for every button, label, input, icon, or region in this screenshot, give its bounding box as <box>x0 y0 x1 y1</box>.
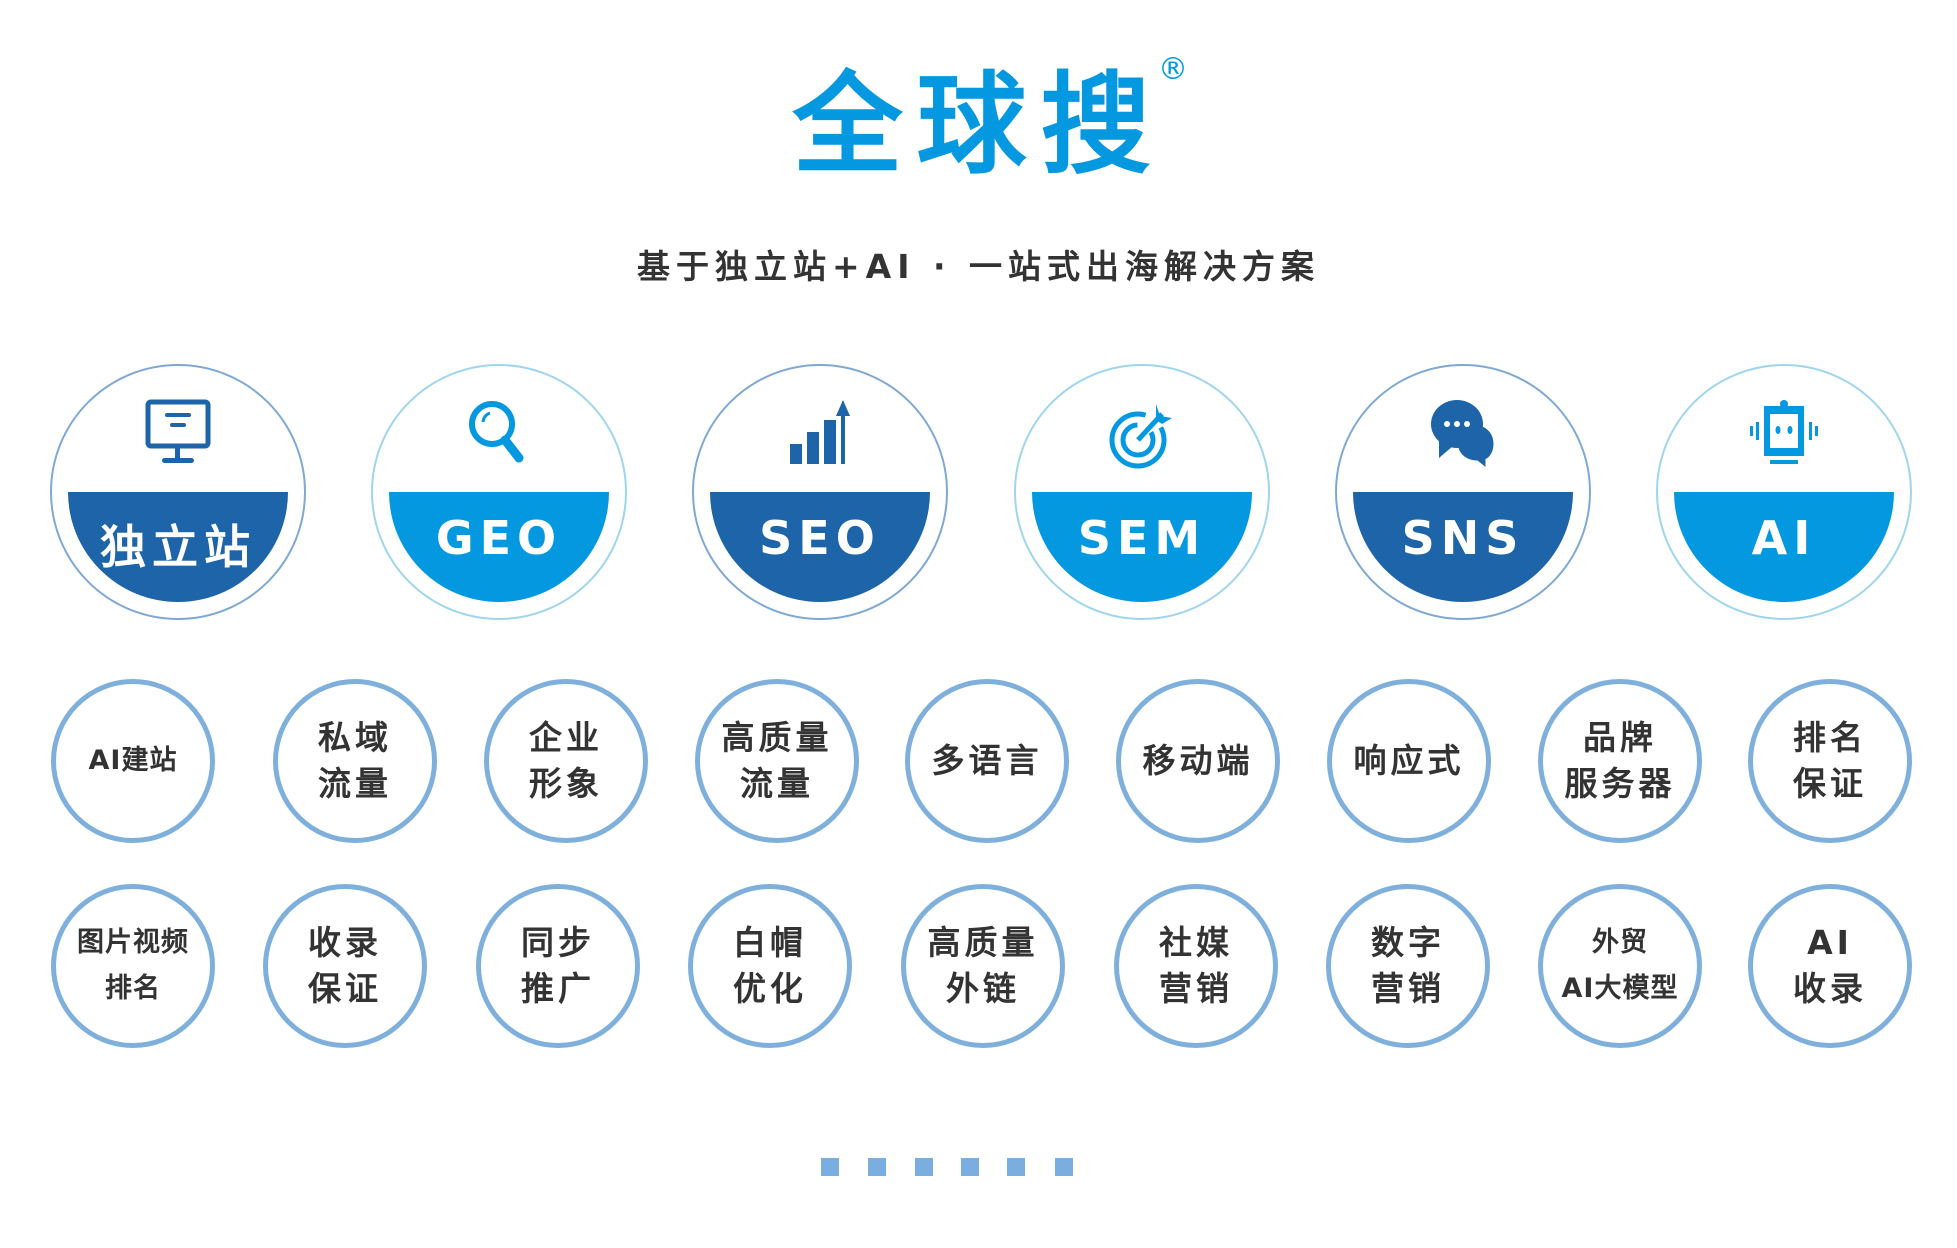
feature-label: AI建站 <box>88 745 178 776</box>
brand-title: 全球搜 <box>792 60 1165 189</box>
service-label: SEM <box>1077 511 1207 565</box>
service-sem[interactable]: SEM <box>1014 364 1270 620</box>
feature-badge: 外贸 AI大模型 <box>1538 884 1702 1048</box>
feature-badge: 排名 保证 <box>1748 679 1912 843</box>
service-seo[interactable]: SEO <box>692 364 948 620</box>
feature-badge: 高质量 流量 <box>695 679 859 843</box>
feature-label: 白帽 优化 <box>733 923 807 1008</box>
feature-label: 高质量 流量 <box>721 718 833 803</box>
feature-badge: 移动端 <box>1116 679 1280 843</box>
feature-badge: 同步 推广 <box>476 884 640 1048</box>
service-label: AI <box>1751 511 1817 565</box>
feature-badge: 品牌 服务器 <box>1538 679 1702 843</box>
feature-label: AI 收录 <box>1793 923 1867 1008</box>
pagination-dot[interactable] <box>1007 1158 1025 1176</box>
pagination-dot[interactable] <box>1055 1158 1073 1176</box>
service-sns[interactable]: SNS <box>1335 364 1591 620</box>
feature-badge: 图片视频 排名 <box>51 884 215 1048</box>
feature-label: 外贸 AI大模型 <box>1561 927 1679 1004</box>
pagination-dot[interactable] <box>961 1158 979 1176</box>
service-label: 独立站 <box>100 520 256 574</box>
feature-badge: 多语言 <box>905 679 1069 843</box>
feature-badge: 私域 流量 <box>273 679 437 843</box>
feature-label: 多语言 <box>931 741 1043 780</box>
feature-label: 品牌 服务器 <box>1564 718 1676 803</box>
feature-label: 排名 保证 <box>1793 718 1867 803</box>
service-label: SNS <box>1401 511 1525 565</box>
feature-label: 同步 推广 <box>521 923 595 1008</box>
pagination-dot[interactable] <box>821 1158 839 1176</box>
feature-badge: 数字 营销 <box>1326 884 1490 1048</box>
registered-mark: ® <box>1158 52 1188 87</box>
feature-label: 数字 营销 <box>1371 923 1445 1008</box>
feature-label: 响应式 <box>1353 741 1465 780</box>
chat-bubbles-icon <box>1423 394 1503 474</box>
feature-badge: 白帽 优化 <box>688 884 852 1048</box>
robot-icon <box>1744 394 1824 474</box>
pagination-dot[interactable] <box>915 1158 933 1176</box>
feature-label: 收录 保证 <box>308 923 382 1008</box>
feature-label: 高质量 外链 <box>927 923 1039 1008</box>
service-label: SEO <box>759 511 881 565</box>
feature-label: 图片视频 排名 <box>77 927 189 1004</box>
target-arrow-icon <box>1102 394 1182 474</box>
feature-badge: 企业 形象 <box>484 679 648 843</box>
magnifier-icon <box>459 394 539 474</box>
feature-badge: 收录 保证 <box>263 884 427 1048</box>
feature-label: 移动端 <box>1142 741 1254 780</box>
service-ai[interactable]: AI <box>1656 364 1912 620</box>
pagination-dot[interactable] <box>868 1158 886 1176</box>
service-label: GEO <box>435 511 563 565</box>
feature-badge: 高质量 外链 <box>901 884 1065 1048</box>
feature-badge: 响应式 <box>1327 679 1491 843</box>
brand-subtitle: 基于独立站+AI · 一站式出海解决方案 <box>637 247 1320 286</box>
feature-badge: AI 收录 <box>1748 884 1912 1048</box>
service-独立站[interactable]: 独立站 <box>50 364 306 620</box>
feature-badge: 社媒 营销 <box>1114 884 1278 1048</box>
bar-chart-growth-icon <box>780 394 860 474</box>
monitor-icon <box>138 394 218 474</box>
feature-label: 私域 流量 <box>318 718 392 803</box>
feature-badge: AI建站 <box>51 679 215 843</box>
feature-label: 企业 形象 <box>529 718 603 803</box>
feature-label: 社媒 营销 <box>1159 923 1233 1008</box>
service-geo[interactable]: GEO <box>371 364 627 620</box>
